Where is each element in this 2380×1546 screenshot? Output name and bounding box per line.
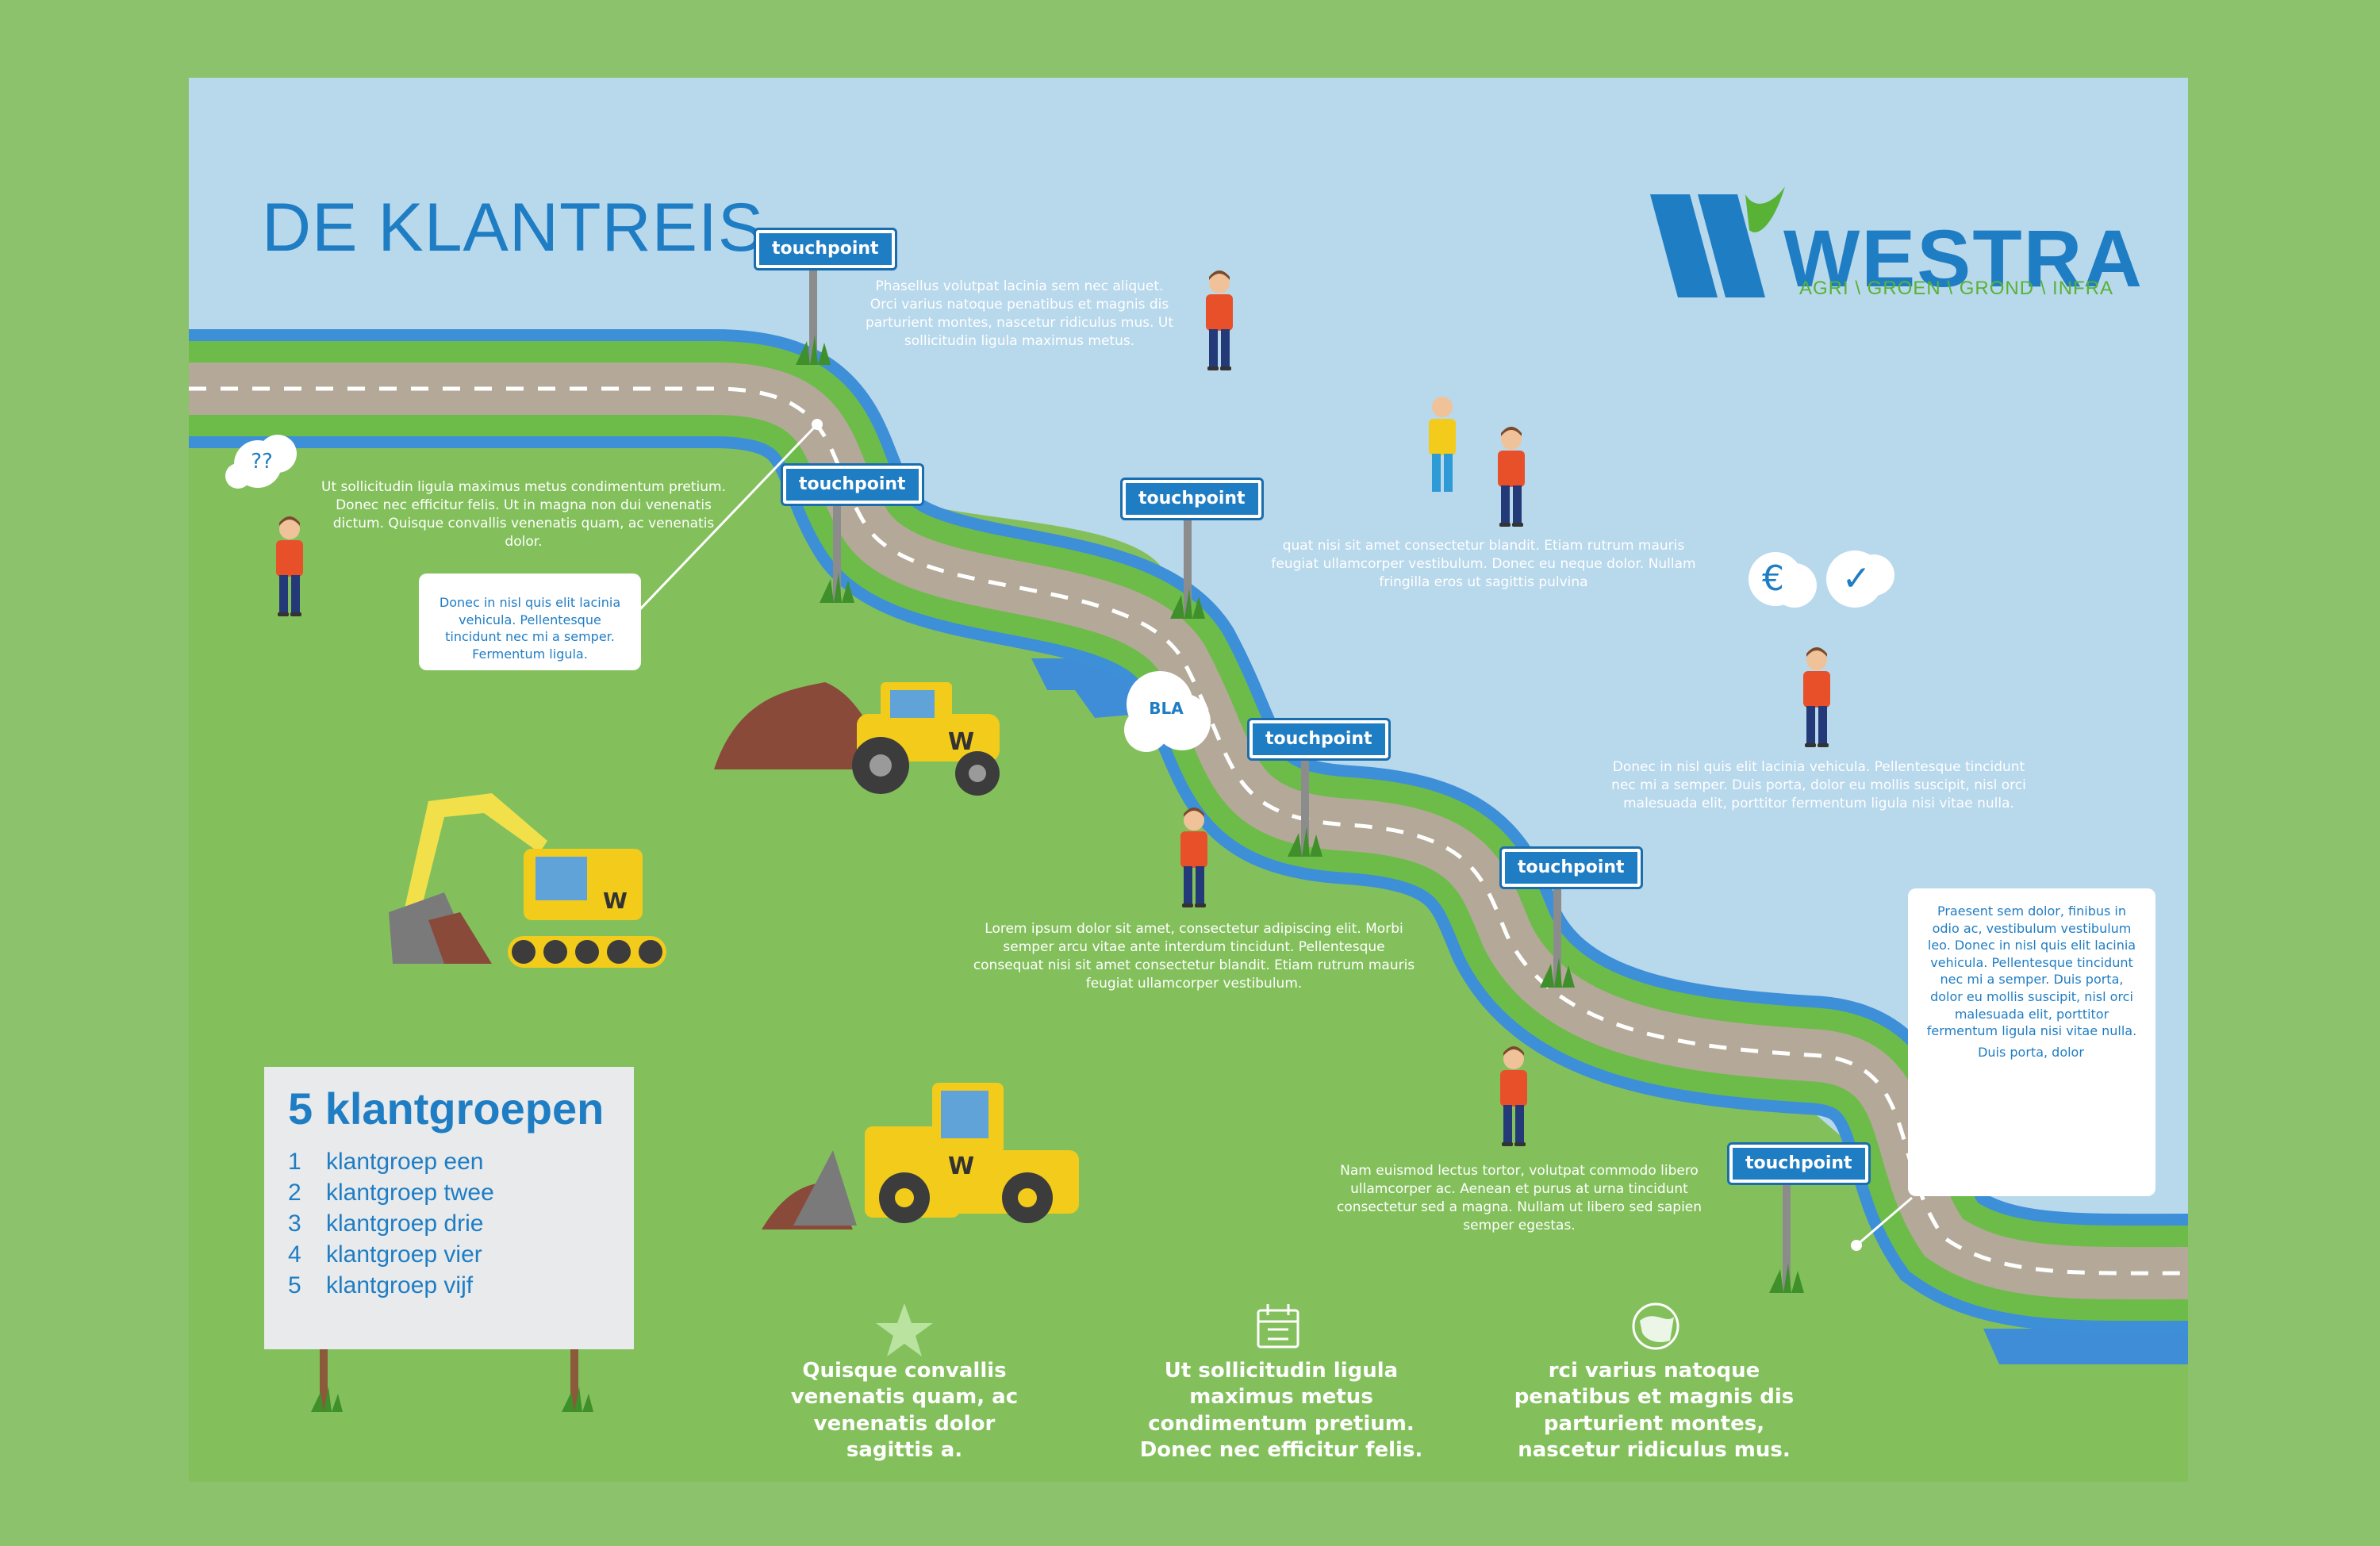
touchpoint-sign-6: touchpoint <box>1729 1145 1868 1183</box>
svg-text:W: W <box>948 728 974 756</box>
feature-text-2: Ut sollicitudin ligula maximus metus con… <box>1139 1359 1423 1462</box>
feature-text-3: rci varius natoque penatibus et magnis d… <box>1514 1359 1795 1462</box>
note-venn-panel: Praesent sem dolor, finibus in odio ac, … <box>1908 888 2155 1196</box>
journey-text-3: quat nisi sit amet consectetur blandit. … <box>1271 538 1696 590</box>
touchpoint-sign-2: touchpoint <box>783 466 922 504</box>
journey-text-5: Lorem ipsum dolor sit amet, consectetur … <box>973 921 1415 992</box>
svg-text:W: W <box>948 1153 974 1180</box>
star-icon <box>876 1303 933 1356</box>
question-bubble-text: ?? <box>251 450 273 474</box>
wheel-loader-machine: W <box>793 1083 1079 1226</box>
touchpoint-sign-5: touchpoint <box>1502 849 1641 887</box>
note-small: Donec in nisl quis elit lacinia vehicula… <box>419 574 641 670</box>
svg-text:W: W <box>603 888 628 914</box>
touchpoint-sign-4: touchpoint <box>1250 720 1388 758</box>
touchpoint-sign-1: touchpoint <box>756 230 895 268</box>
venn-left-label: Ligula <box>1969 1122 2007 1137</box>
journey-text-2: Ut sollicitudin ligula maximus metus con… <box>321 479 726 550</box>
westra-logo-mark <box>1650 186 1785 297</box>
journey-text-4: Donec in nisl quis elit lacinia vehicula… <box>1611 759 2026 811</box>
feature-text-1: Quisque convallis venenatis quam, ac ven… <box>790 1359 1019 1462</box>
tractor-machine: W <box>852 682 1000 796</box>
excavator-machine: W <box>389 793 666 968</box>
bla-bubble-text: BLA <box>1149 699 1184 718</box>
globe-leaf-icon <box>1632 1302 1679 1350</box>
person-yellow <box>1429 397 1456 492</box>
journey-text-6: Nam euismod lectus tortor, volutpat comm… <box>1336 1163 1702 1233</box>
river-end <box>1983 1329 2188 1364</box>
calendar-icon <box>1257 1304 1299 1348</box>
touchpoint-sign-3: touchpoint <box>1123 480 1261 518</box>
dirt-pile <box>714 682 889 769</box>
sky <box>189 78 2188 1222</box>
page-title: DE KLANTREIS <box>262 190 765 266</box>
check-icon: ✓ <box>1841 558 1871 599</box>
note-venn-text: Praesent sem dolor, finibus in odio ac, … <box>1926 903 2137 1039</box>
venn-top-label: Duis porta, dolor <box>1978 1045 2084 1060</box>
venn-right-label: Duis porta <box>2040 1122 2106 1137</box>
board-title: 5 klantgroepen <box>288 1084 605 1134</box>
journey-text-1: Phasellus volutpat lacinia sem nec aliqu… <box>865 278 1174 349</box>
brand-tagline: AGRI \ GROEN \ GROND \ INFRA <box>1799 278 2114 299</box>
euro-icon: € <box>1762 558 1784 599</box>
brand-name: WESTRA <box>1783 213 2144 304</box>
